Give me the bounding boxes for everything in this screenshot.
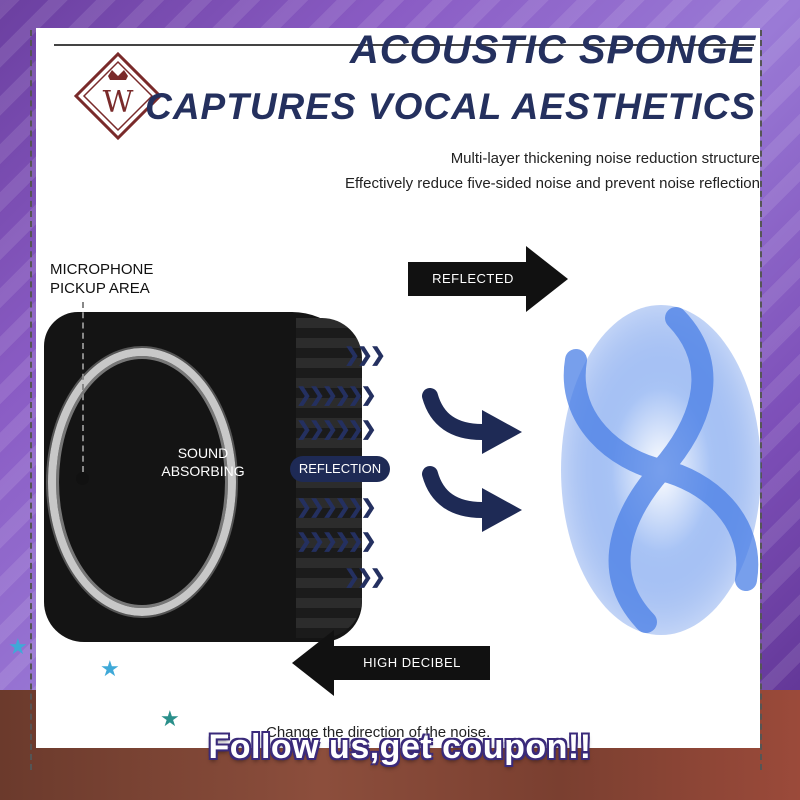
microphone-pickup-label: MICROPHONE PICKUP AREA — [50, 260, 210, 298]
microphone-label-line2: PICKUP AREA — [50, 280, 150, 297]
chevron-arrows-icon: ❯❯❯❯❯❯ — [296, 385, 377, 406]
chevron-arrows-icon: ❯❯❯❯❯❯ — [296, 419, 377, 440]
microphone-label-line1: MICROPHONE — [50, 261, 154, 278]
pointer-line — [82, 302, 84, 472]
dashed-border-left — [30, 30, 32, 770]
chevron-arrows-icon: ❯❯❯❯❯❯ — [296, 497, 377, 518]
reflected-noise-arrow: REFLECTED NOISE — [408, 262, 538, 320]
dashed-border-right — [760, 30, 762, 770]
sound-label-line2: ABSORBING — [161, 463, 245, 479]
logo-letter: W — [103, 85, 134, 120]
top-rule — [54, 44, 754, 46]
chevron-arrows-icon: ❯❯❯ — [344, 567, 386, 588]
brand-logo: W — [73, 51, 163, 141]
star-icon: ★ — [160, 706, 180, 731]
subtitle-line2: Effectively reduce five-sided noise and … — [345, 175, 760, 192]
sound-absorbing-label: SOUND ABSORBING — [148, 444, 258, 480]
pointer-dot — [76, 472, 89, 485]
subtitle-line1: Multi-layer thickening noise reduction s… — [450, 150, 760, 167]
headline-line2: CAPTURES VOCAL AESTHETICS — [145, 86, 756, 127]
high-decibel-noise-arrow: HIGH DECIBEL NOISE — [334, 646, 490, 704]
reflection-label: REFLECTION — [290, 456, 390, 482]
chevron-arrows-icon: ❯❯❯❯❯❯ — [296, 531, 377, 552]
headline-line1: ACOUSTIC SPONGE — [349, 28, 756, 72]
chevron-arrows-icon: ❯❯❯ — [344, 345, 386, 366]
curved-arrows-icon — [422, 388, 522, 532]
arrow-right-icon — [526, 246, 568, 312]
sound-label-line1: SOUND — [177, 445, 229, 461]
star-icon: ★ — [100, 656, 120, 681]
arrow-left-icon — [292, 630, 334, 696]
bottom-caption: Change the direction of the noise. — [266, 724, 491, 741]
follow-coupon-banner[interactable]: Follow us,get coupon!! — [208, 728, 592, 766]
star-icon: ★ — [8, 634, 28, 659]
microphone-ring — [48, 348, 236, 616]
noise-swirl-icon — [561, 305, 761, 635]
